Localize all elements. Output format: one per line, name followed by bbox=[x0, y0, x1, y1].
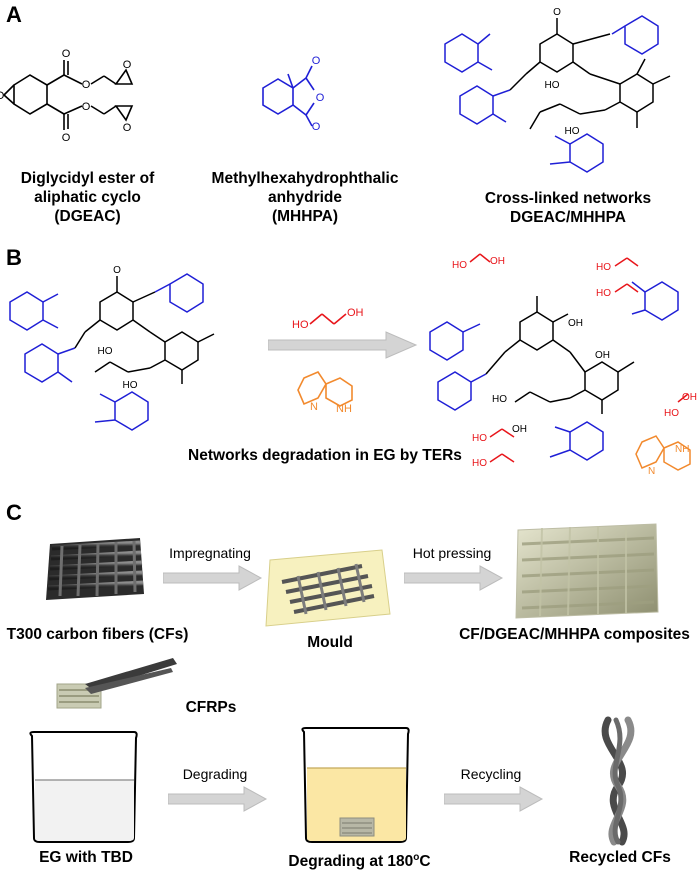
dgeac-label: Diglycidyl ester of aliphatic cyclo (DGE… bbox=[0, 169, 175, 226]
svg-text:O: O bbox=[0, 90, 5, 102]
svg-text:HO: HO bbox=[596, 288, 611, 299]
svg-text:HO: HO bbox=[565, 126, 580, 137]
carbon-fiber-weave-image bbox=[46, 538, 144, 600]
dgeac-label-line1: Diglycidyl ester of bbox=[20, 170, 155, 187]
mhhpa-structure: O O O bbox=[262, 55, 325, 130]
svg-text:HO: HO bbox=[545, 80, 560, 91]
dgeac-label-line2: aliphatic cyclo bbox=[34, 189, 141, 206]
eg-tbd-label: EG with TBD bbox=[39, 849, 133, 866]
cfrp-tweezers-image bbox=[56, 658, 177, 709]
cfrp-label: CFRPs bbox=[185, 699, 237, 716]
svg-text:HO: HO bbox=[123, 380, 138, 391]
recycling-arrow-label: Recycling bbox=[460, 766, 522, 782]
panel-a-letter: A bbox=[6, 2, 22, 27]
svg-text:OH: OH bbox=[568, 318, 583, 329]
svg-text:HO: HO bbox=[472, 458, 487, 469]
composite-label: CF/DGEAC/MHHPA composites bbox=[459, 626, 690, 643]
tbd-right-n-text: N bbox=[648, 466, 655, 477]
recycling-arrow bbox=[444, 786, 544, 812]
panel-b-letter: B bbox=[6, 245, 22, 270]
network-label: Cross-linked networks DGEAC/MHHPA bbox=[458, 189, 678, 227]
svg-text:O: O bbox=[62, 48, 71, 60]
panel-c-letter: C bbox=[6, 500, 22, 525]
tbd-nh-text: NH bbox=[336, 403, 352, 415]
mould-label: Mould bbox=[307, 634, 353, 651]
composite-image bbox=[515, 523, 659, 619]
eg-oh-text: OH bbox=[347, 307, 364, 319]
svg-text:O: O bbox=[82, 101, 91, 113]
dgeac-label-line3: (DGEAC) bbox=[54, 208, 121, 225]
eg-beaker-image bbox=[29, 731, 138, 843]
svg-text:O: O bbox=[312, 121, 321, 130]
svg-text:OH: OH bbox=[595, 350, 610, 361]
svg-text:O: O bbox=[312, 55, 321, 67]
mhhpa-label-line2: anhydride bbox=[267, 189, 343, 206]
svg-text:OH: OH bbox=[682, 392, 697, 403]
degradation-arrow bbox=[268, 331, 418, 359]
svg-text:HO: HO bbox=[664, 408, 679, 419]
svg-text:HO: HO bbox=[452, 260, 467, 271]
crosslinked-network-b: O HO HO bbox=[9, 265, 215, 431]
degrading-temp-suffix: C bbox=[419, 853, 431, 871]
svg-text:O: O bbox=[113, 265, 121, 276]
degrading-arrow bbox=[168, 786, 268, 812]
cf-label: T300 carbon fibers (CFs) bbox=[6, 626, 189, 643]
ethylene-glycol-structure: HO OH bbox=[292, 307, 364, 331]
degrading-beaker-image bbox=[301, 727, 410, 843]
impregnating-label: Impregnating bbox=[169, 545, 251, 561]
mould-image bbox=[265, 549, 391, 627]
svg-text:O: O bbox=[123, 59, 132, 71]
hot-pressing-arrow bbox=[404, 565, 504, 591]
svg-text:HO: HO bbox=[596, 262, 611, 273]
svg-text:HO: HO bbox=[98, 346, 113, 357]
mhhpa-label-line1: Methylhexahydrophthalic bbox=[211, 170, 399, 187]
svg-text:O: O bbox=[316, 92, 325, 104]
svg-text:O: O bbox=[123, 122, 132, 134]
tbd-right-nh-text: NH bbox=[675, 444, 689, 455]
svg-text:OH: OH bbox=[490, 256, 505, 267]
panel-b-caption: Networks degradation in EG by TERs bbox=[188, 447, 462, 464]
svg-text:O: O bbox=[62, 132, 71, 144]
eg-ho-text: HO bbox=[292, 319, 309, 331]
degrading-temp-prefix: Degrading at 180 bbox=[288, 853, 414, 871]
recycled-label: Recycled CFs bbox=[569, 849, 671, 866]
crosslinked-network-a: O HO HO bbox=[444, 7, 671, 173]
hot-pressing-label: Hot pressing bbox=[412, 545, 492, 561]
recycled-fibers-image bbox=[601, 716, 635, 846]
network-label-line2: DGEAC/MHHPA bbox=[510, 209, 626, 226]
degrading-temp-sup: o bbox=[413, 852, 420, 863]
network-label-line1: Cross-linked networks bbox=[484, 190, 652, 207]
degrading-temp-label: Degrading at 180oC bbox=[272, 848, 447, 871]
degrading-arrow-label: Degrading bbox=[182, 766, 248, 782]
svg-text:HO: HO bbox=[472, 433, 487, 444]
mhhpa-label-line3: (MHHPA) bbox=[271, 208, 338, 225]
tbd-catalyst-structure: N NH bbox=[297, 371, 353, 415]
svg-text:HO: HO bbox=[492, 394, 507, 405]
svg-text:O: O bbox=[553, 7, 561, 18]
mhhpa-label: Methylhexahydrophthalic anhydride (MHHPA… bbox=[195, 169, 415, 226]
impregnating-arrow bbox=[163, 565, 263, 591]
svg-text:O: O bbox=[82, 79, 91, 91]
svg-text:OH: OH bbox=[512, 424, 527, 435]
tbd-n-text: N bbox=[310, 401, 318, 413]
